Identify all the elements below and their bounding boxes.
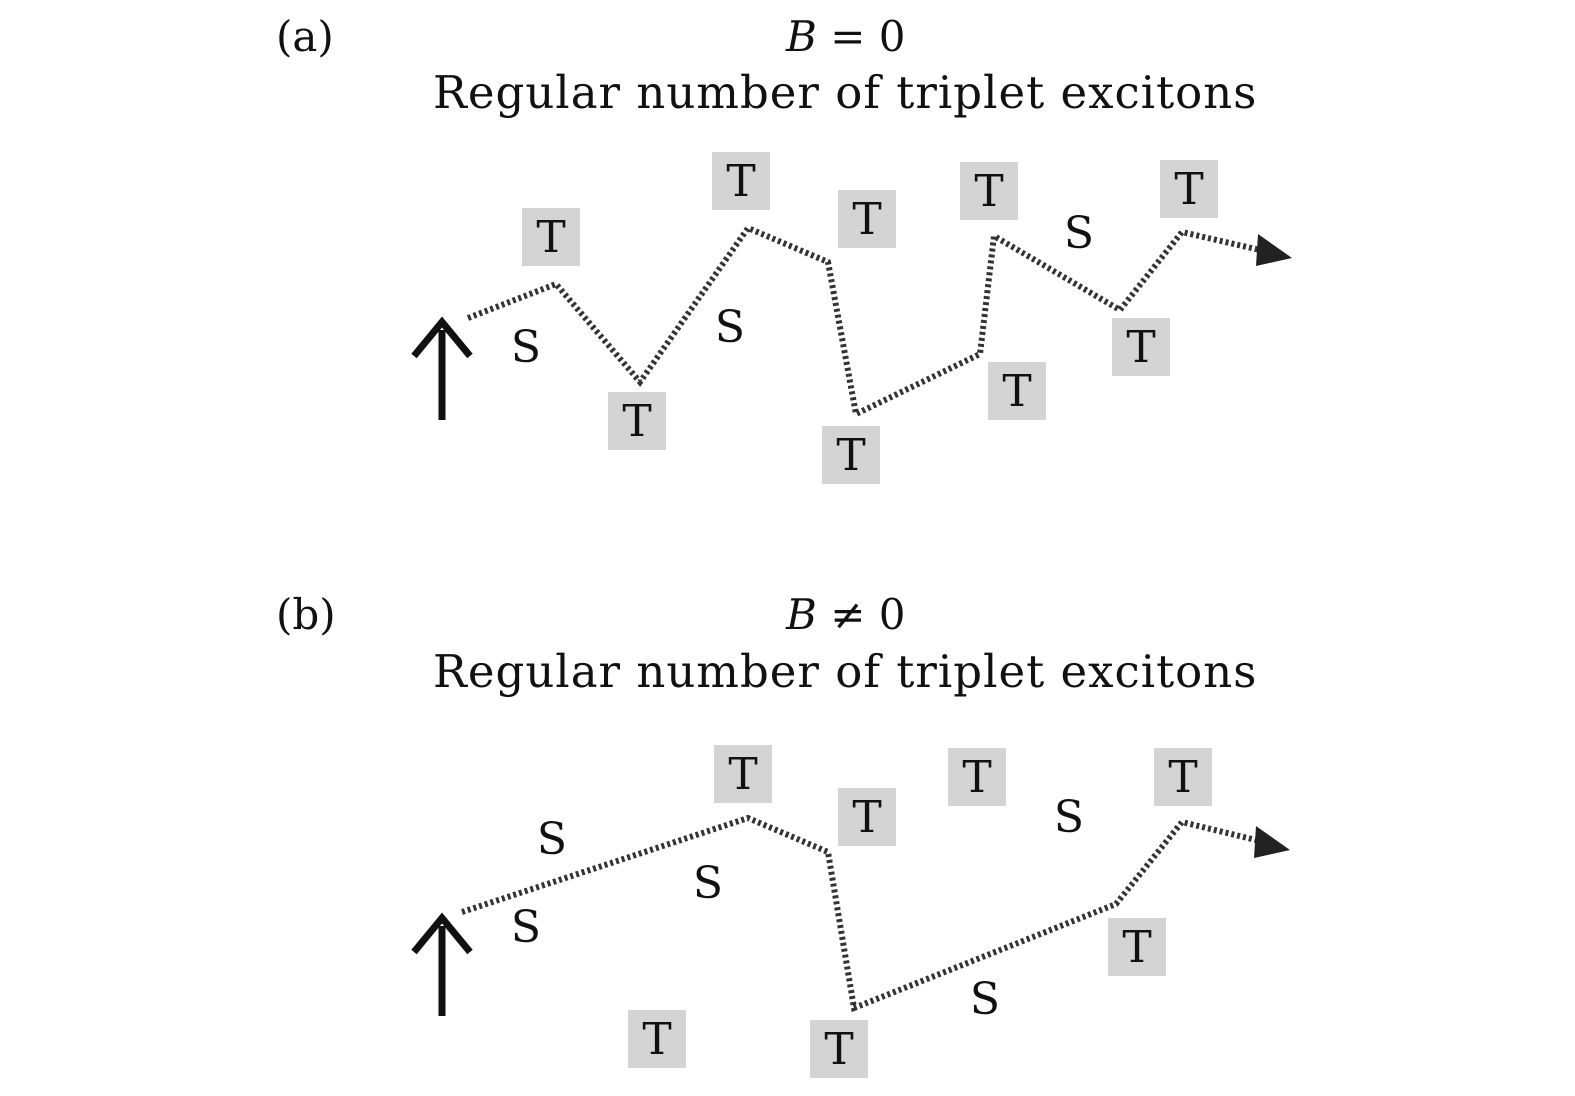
panel-a-condition-var: B xyxy=(786,12,817,61)
path-arrowhead xyxy=(1254,826,1290,858)
triplet-box xyxy=(822,426,880,484)
singlet-label: S xyxy=(510,902,542,953)
triplet-box xyxy=(714,745,772,803)
panel-b-label: (b) xyxy=(276,590,336,639)
triplet-box xyxy=(1112,318,1170,376)
triplet-label: T xyxy=(1174,164,1204,215)
triplet-label: T xyxy=(824,1024,854,1075)
triplet-box xyxy=(522,208,580,266)
triplet-box xyxy=(1160,160,1218,218)
panel-b-condition: B ≠ 0 xyxy=(786,590,906,639)
triplet-box xyxy=(960,162,1018,220)
singlet-label: S xyxy=(692,858,724,909)
triplet-label: T xyxy=(642,1014,672,1065)
singlet-label: S xyxy=(536,814,568,865)
triplet-label: T xyxy=(962,752,992,803)
singlet-label: S xyxy=(714,302,746,353)
triplet-label: T xyxy=(852,194,882,245)
exciton-path-b xyxy=(461,814,1257,1013)
path-arrowhead xyxy=(1256,234,1292,266)
triplet-label: T xyxy=(1002,366,1032,417)
panel-a-subtitle: Regular number of triplet excitons xyxy=(433,66,1258,119)
singlet-label: S xyxy=(969,974,1001,1025)
singlet-label: S xyxy=(1053,792,1085,843)
triplet-label: T xyxy=(1122,922,1152,973)
panel-b-condition-var: B xyxy=(786,590,817,639)
triplet-label: T xyxy=(1168,752,1198,803)
triplet-label: T xyxy=(622,396,652,447)
triplet-label: T xyxy=(728,749,758,800)
triplet-box xyxy=(1108,918,1166,976)
panel-b-condition-rest: ≠ 0 xyxy=(816,590,906,639)
triplet-label: T xyxy=(974,166,1004,217)
triplet-box xyxy=(948,748,1006,806)
triplet-box xyxy=(988,362,1046,420)
triplet-box xyxy=(628,1010,686,1068)
triplet-label: T xyxy=(536,212,566,263)
up-arrow-icon xyxy=(411,912,473,1016)
triplet-box xyxy=(712,152,770,210)
panel-a-label: (a) xyxy=(276,12,334,61)
panel-b-subtitle: Regular number of triplet excitons xyxy=(433,645,1258,698)
triplet-box xyxy=(838,190,896,248)
triplet-label: T xyxy=(836,430,866,481)
triplet-box xyxy=(810,1020,868,1078)
triplet-box xyxy=(838,788,896,846)
up-arrow-icon xyxy=(411,316,473,420)
exciton-path-a xyxy=(466,224,1261,419)
triplet-label: T xyxy=(852,792,882,843)
singlet-label: S xyxy=(1063,208,1095,259)
triplet-box xyxy=(1154,748,1212,806)
panel-a-condition-rest: = 0 xyxy=(816,12,906,61)
triplet-label: T xyxy=(726,156,756,207)
triplet-label: T xyxy=(1126,322,1156,373)
singlet-label: S xyxy=(510,322,542,373)
panel-a-condition: B = 0 xyxy=(786,12,906,61)
triplet-box xyxy=(608,392,666,450)
